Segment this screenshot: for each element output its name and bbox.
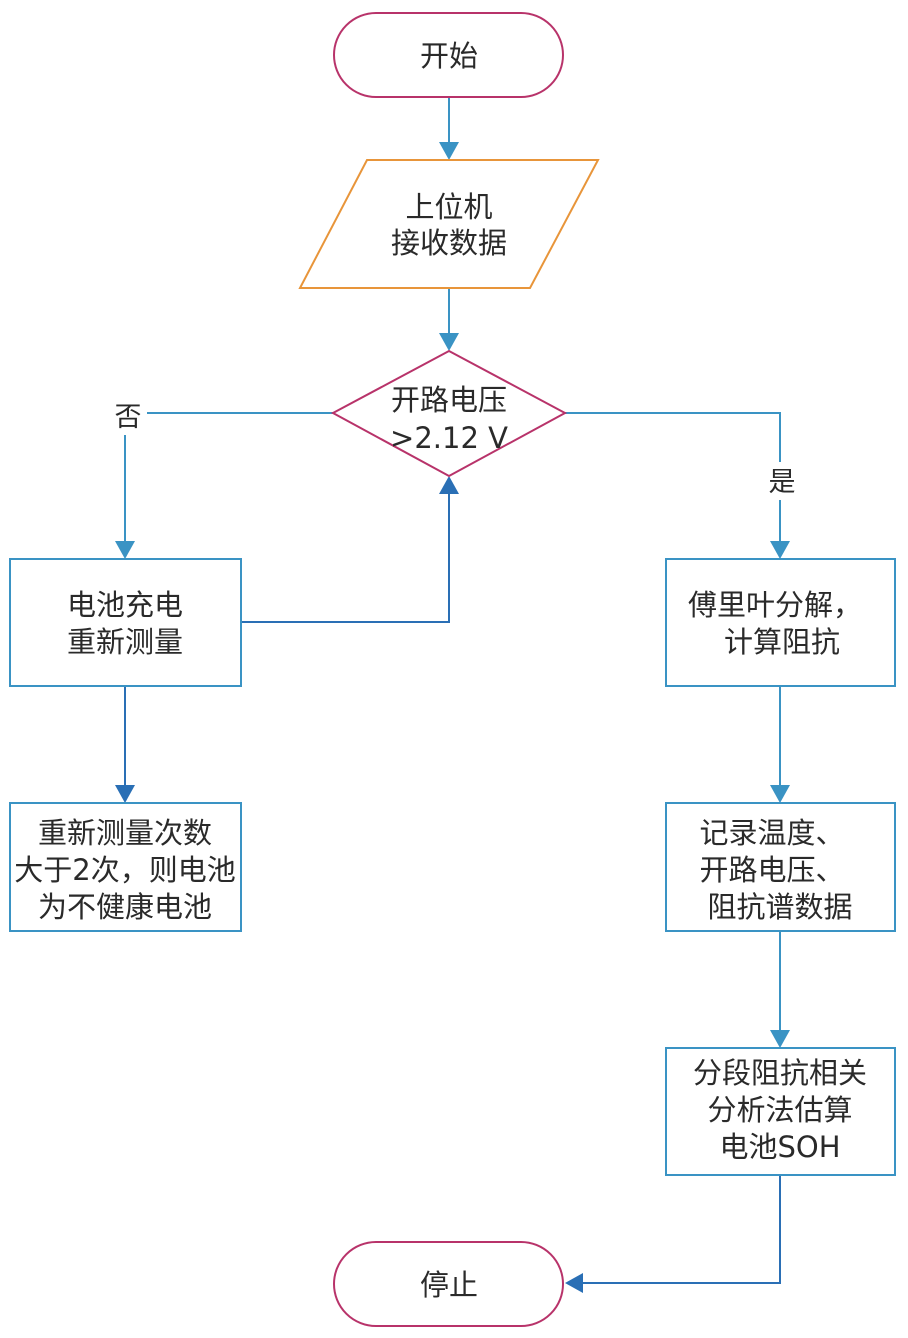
node-recharge-label-line1: 电池充电 <box>67 588 183 622</box>
node-record-label-line3: 阻抗谱数据 <box>707 890 852 924</box>
arrowhead-icon <box>770 541 790 559</box>
node-estimate <box>665 1047 896 1176</box>
node-unhealthy-label-line1: 重新测量次数 <box>38 816 212 850</box>
arrowhead-icon <box>115 541 135 559</box>
arrowhead-icon <box>565 1273 583 1293</box>
node-receive-label-line1: 上位机 <box>405 190 492 224</box>
node-recharge-label-line2: 重新测量 <box>67 625 183 659</box>
node-fourier-label-line1: 傅里叶分解， <box>688 588 862 622</box>
node-decision <box>330 349 568 478</box>
node-record-label-line2: 开路电压、 <box>699 853 844 887</box>
arrowhead-icon <box>439 476 459 494</box>
arrowhead-icon <box>439 142 459 160</box>
node-fourier-label-line2: 计算阻抗 <box>724 625 840 659</box>
edge-label-yes: 是 <box>769 467 796 498</box>
arrowhead-icon <box>770 785 790 803</box>
arrowhead-icon <box>439 333 459 351</box>
node-receive <box>298 159 600 289</box>
node-stop-label: 停止 <box>420 1268 478 1302</box>
edge-estimate-to-stop <box>583 1175 781 1284</box>
arrowhead-icon <box>770 1030 790 1048</box>
node-decision-label-line2: >2.12 V <box>390 421 508 455</box>
arrowhead-icon <box>115 785 135 803</box>
node-unhealthy <box>9 802 242 932</box>
node-unhealthy-label-line3: 为不健康电池 <box>38 890 212 924</box>
edge-label-no: 否 <box>115 402 142 433</box>
node-fourier <box>665 558 896 687</box>
node-stop <box>333 1241 564 1327</box>
node-record-label-line1: 记录温度、 <box>699 816 844 850</box>
edge-decision-yes <box>565 412 781 462</box>
edge-recharge-to-decision <box>241 494 450 623</box>
node-decision-label-line1: 开路电压 <box>391 383 507 417</box>
node-unhealthy-label-line2: 大于2次，则电池 <box>14 853 235 887</box>
node-start <box>333 12 564 98</box>
node-receive-label-line2: 接收数据 <box>391 226 507 260</box>
node-recharge <box>9 558 242 687</box>
node-record <box>665 802 896 932</box>
node-estimate-label-line3: 电池SOH <box>719 1130 840 1164</box>
node-estimate-label-line2: 分析法估算 <box>707 1093 852 1127</box>
node-start-label: 开始 <box>420 39 478 73</box>
node-estimate-label-line1: 分段阻抗相关 <box>693 1056 867 1090</box>
